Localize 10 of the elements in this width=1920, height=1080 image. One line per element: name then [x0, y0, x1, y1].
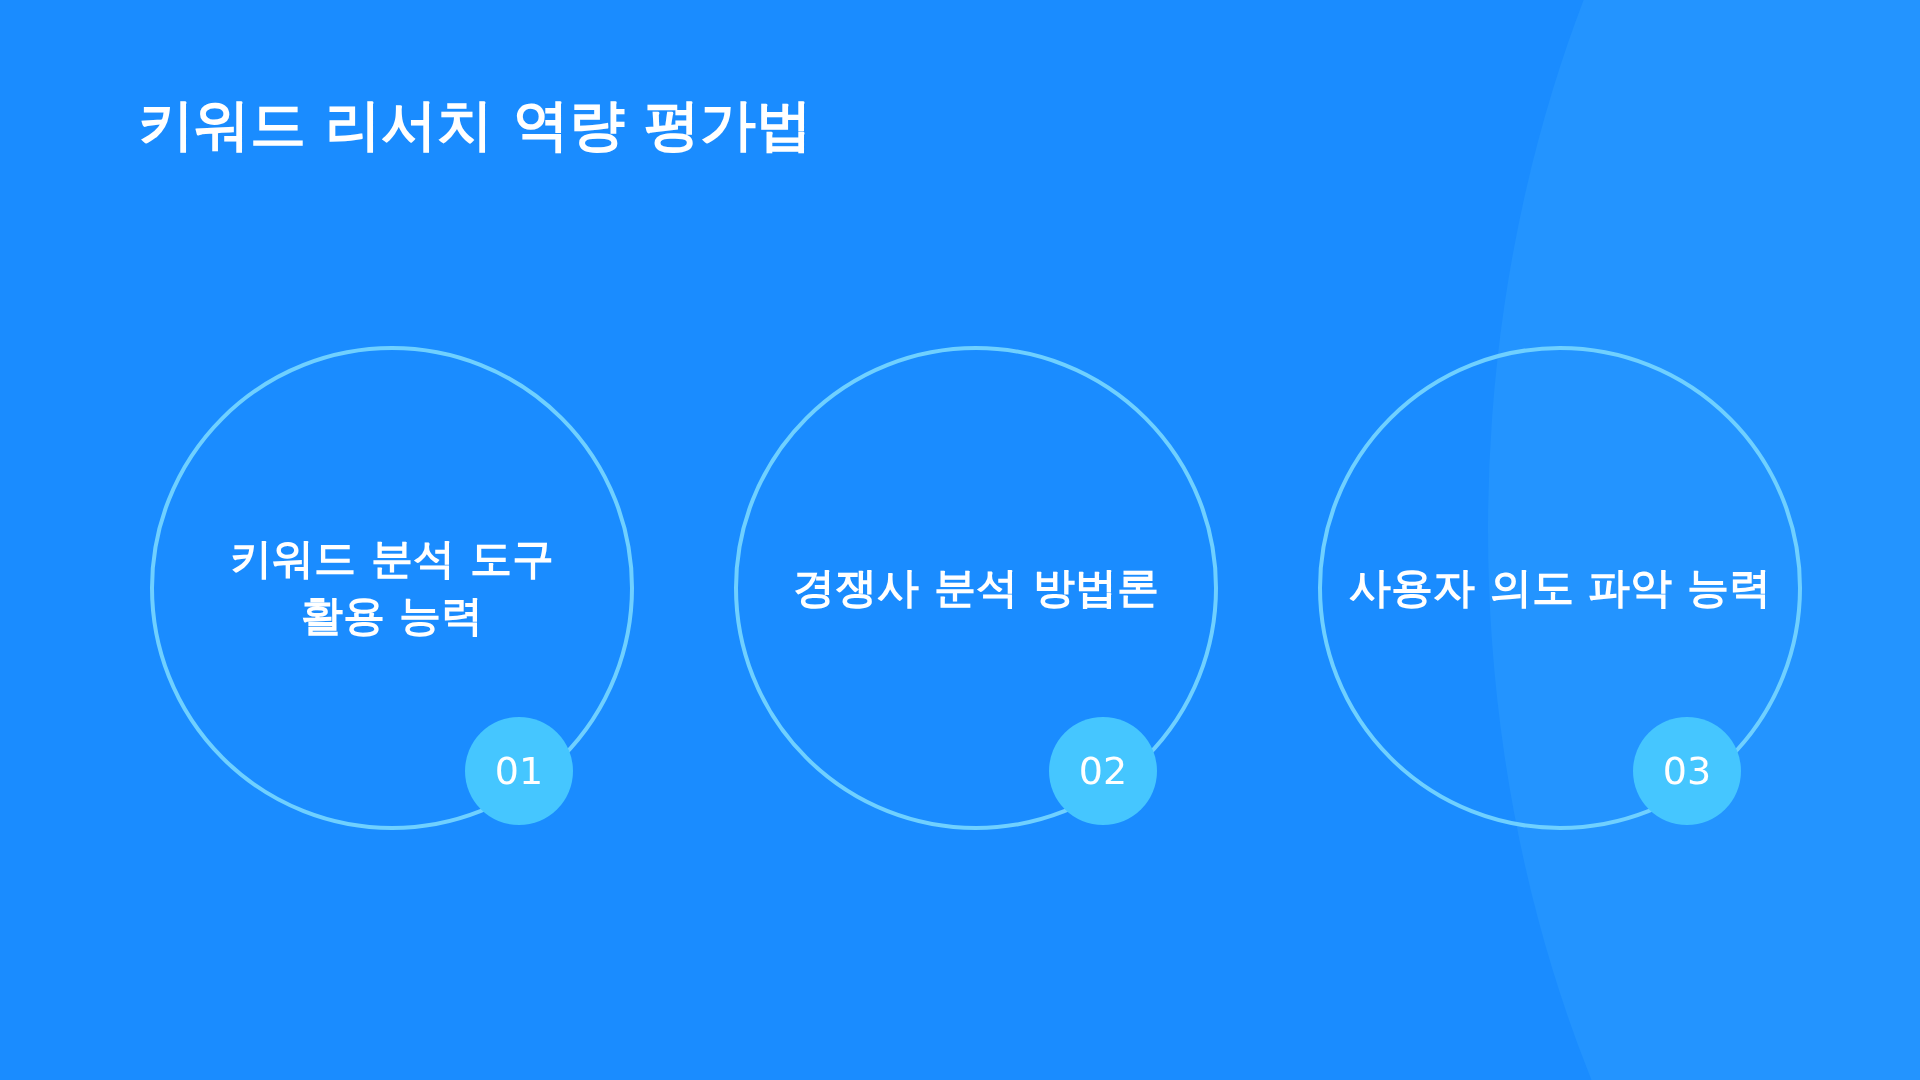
- step-number: 02: [1078, 749, 1128, 793]
- step-number: 01: [494, 749, 544, 793]
- outlined-circle: [734, 346, 1218, 830]
- outlined-circle: [150, 346, 634, 830]
- step-number: 03: [1662, 749, 1712, 793]
- circle-label: 경쟁사 분석 방법론: [793, 561, 1159, 614]
- circle-label: 사용자 의도 파악 능력: [1349, 561, 1771, 614]
- title: 키워드 리서치 역량 평가법: [138, 91, 813, 159]
- outlined-circle: [1318, 346, 1802, 830]
- circle-label: 키워드 분석 도구 활용 능력: [229, 533, 555, 642]
